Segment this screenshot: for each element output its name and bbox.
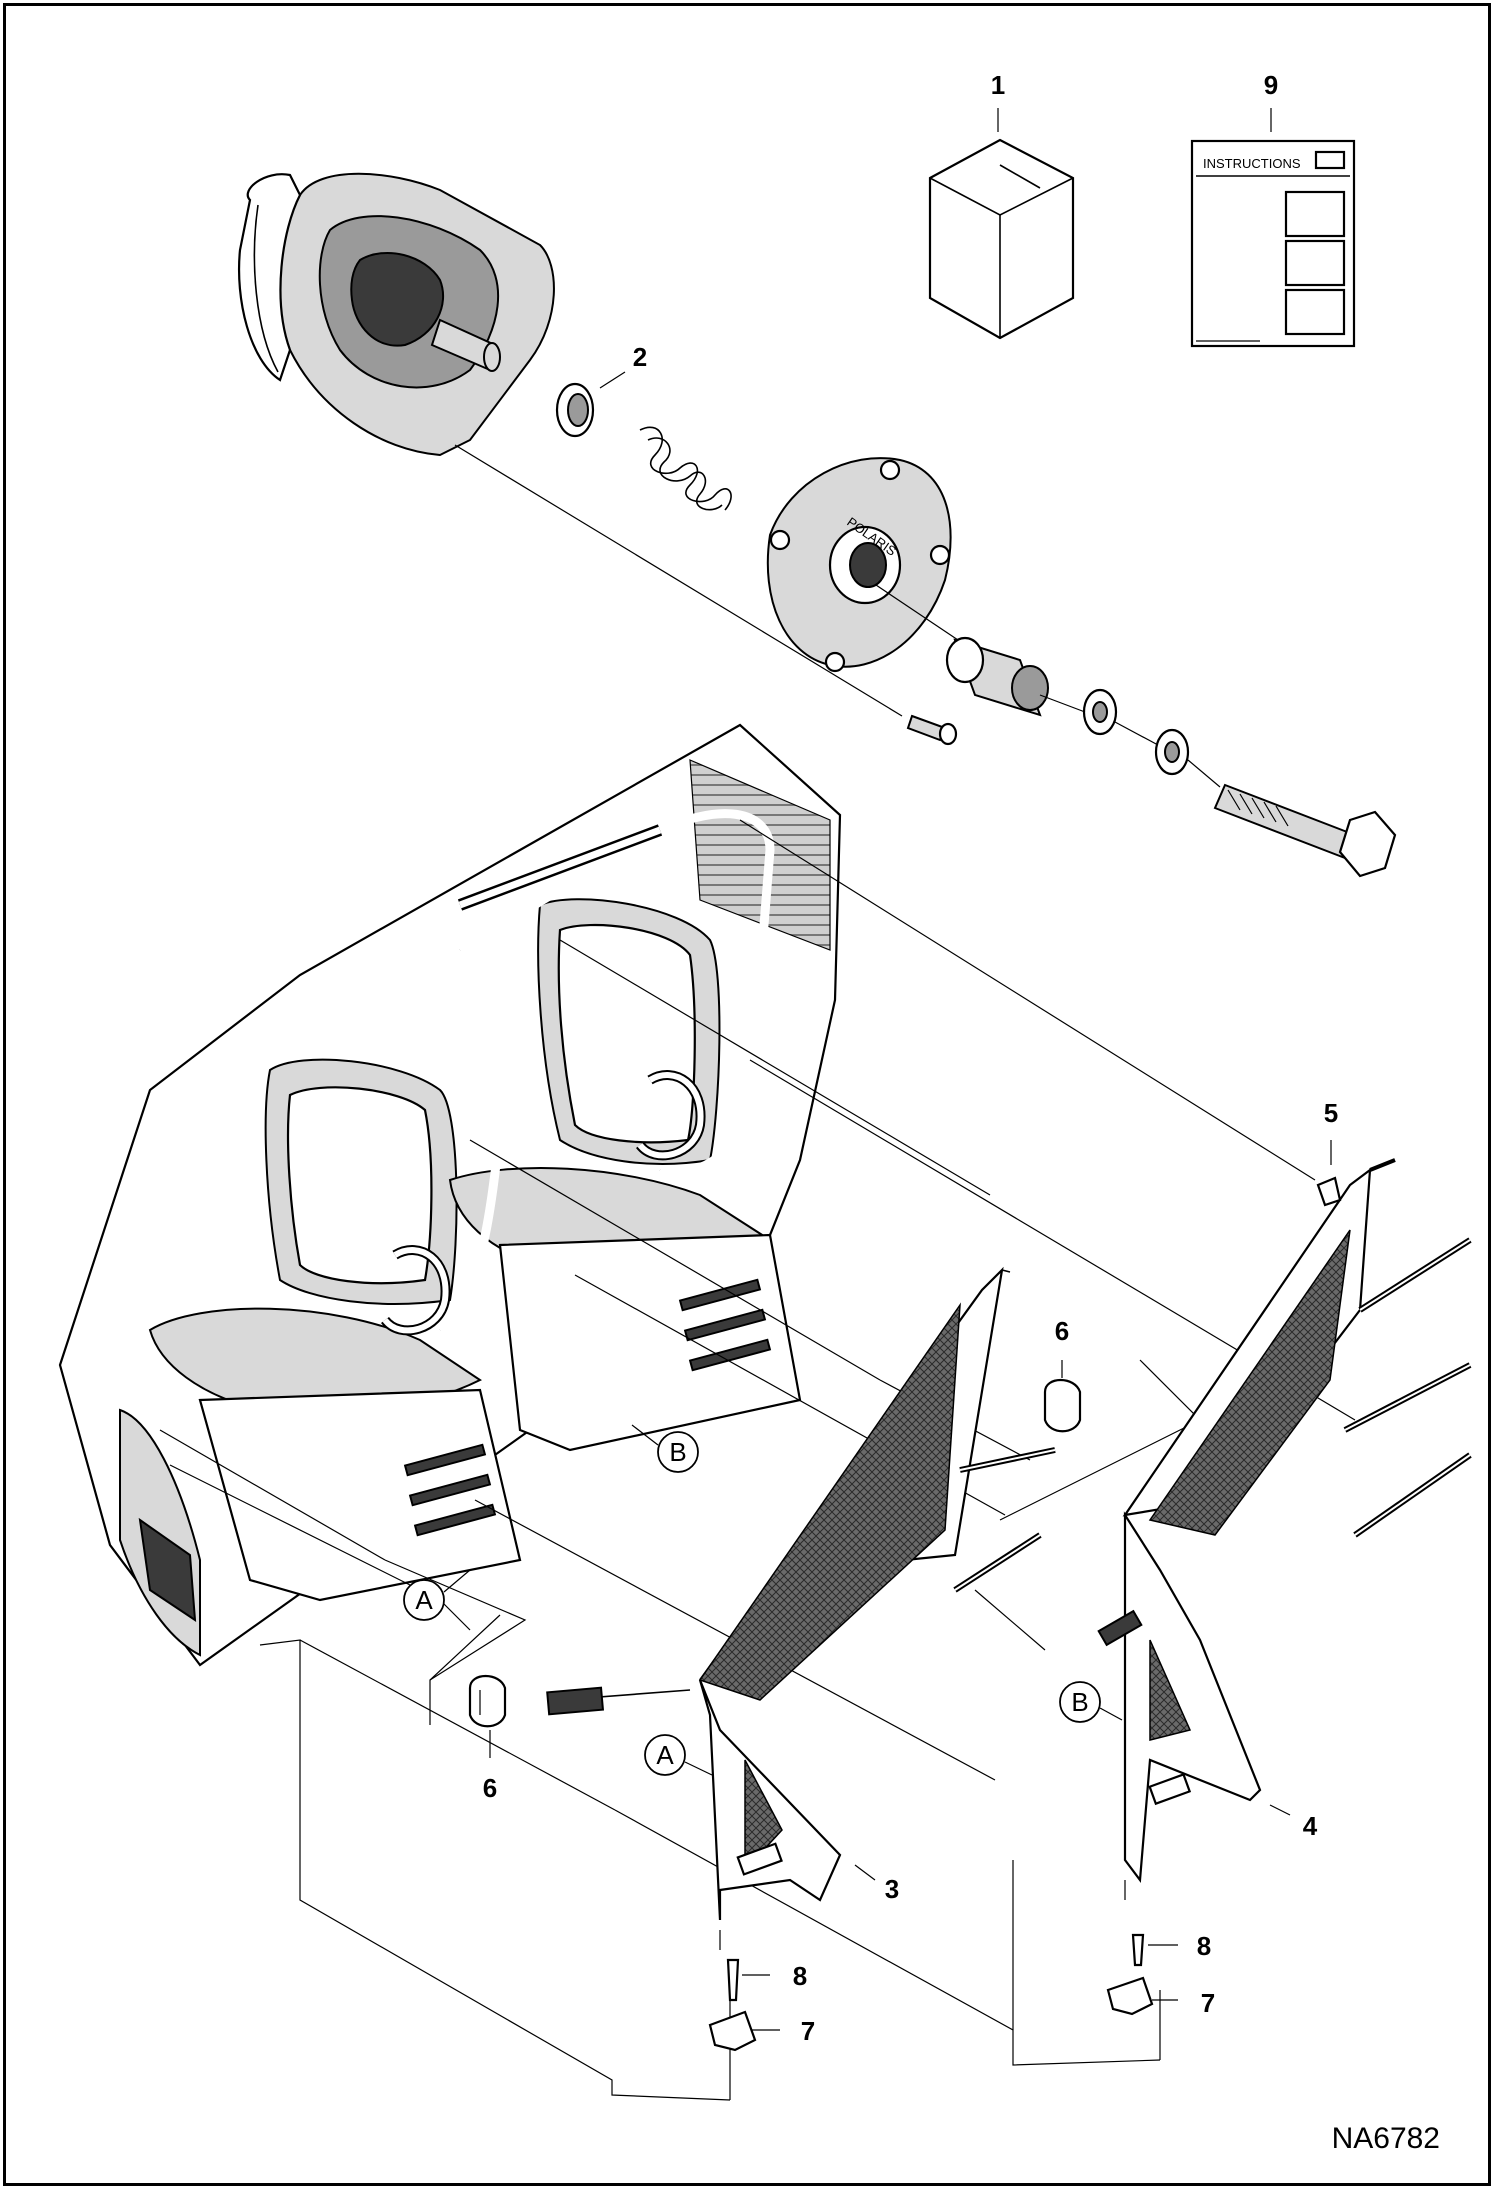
bubble-a-net bbox=[644, 1734, 713, 1776]
callout-7-right: 7 bbox=[1201, 1988, 1215, 2018]
callout-9: 9 bbox=[1264, 70, 1278, 100]
right-mount-bracket-6 bbox=[1043, 1360, 1082, 1433]
callout-6-right: 6 bbox=[1055, 1316, 1069, 1346]
bubble-a-net-label: A bbox=[656, 1740, 674, 1770]
right-cargo-net bbox=[1097, 1158, 1472, 1900]
bubble-a-vehicle bbox=[403, 1569, 471, 1621]
parts-box bbox=[928, 108, 1075, 340]
clip-7-right bbox=[1106, 1976, 1178, 2016]
callout-3: 3 bbox=[885, 1874, 899, 1904]
diagram-border bbox=[3, 3, 1491, 2186]
screw-8-right bbox=[1131, 1933, 1178, 1967]
figure-id: NA6782 bbox=[1332, 2122, 1440, 2155]
bubble-b-net bbox=[1059, 1681, 1123, 1723]
bubble-b-net-label: B bbox=[1071, 1687, 1088, 1717]
bubble-b-vehicle bbox=[631, 1424, 699, 1473]
bubble-b-vehicle-label: B bbox=[669, 1437, 686, 1467]
instructions-sheet bbox=[1190, 108, 1356, 348]
callout-1: 1 bbox=[991, 70, 1005, 100]
callout-8-right: 8 bbox=[1197, 1931, 1211, 1961]
callout-2: 2 bbox=[633, 342, 647, 372]
clutch-spring bbox=[639, 426, 732, 511]
vehicle-cab bbox=[58, 723, 842, 1667]
screw-8-left bbox=[726, 1958, 770, 2002]
clutch-assembly bbox=[237, 172, 1397, 878]
callout-6-left: 6 bbox=[483, 1773, 497, 1803]
callout-8-left: 8 bbox=[793, 1961, 807, 1991]
callout-4: 4 bbox=[1303, 1811, 1318, 1841]
left-cargo-net bbox=[546, 1266, 1056, 1950]
clutch-bolt bbox=[1213, 783, 1397, 878]
callout-7-left: 7 bbox=[801, 2016, 815, 2046]
bubble-a-vehicle-label: A bbox=[415, 1585, 433, 1615]
instructions-label: INSTRUCTIONS bbox=[1203, 156, 1301, 171]
clip-5 bbox=[1316, 1140, 1342, 1207]
clip-7-left bbox=[708, 2010, 780, 2052]
left-mount-bracket-6 bbox=[468, 1674, 507, 1758]
callout-5: 5 bbox=[1324, 1098, 1338, 1128]
